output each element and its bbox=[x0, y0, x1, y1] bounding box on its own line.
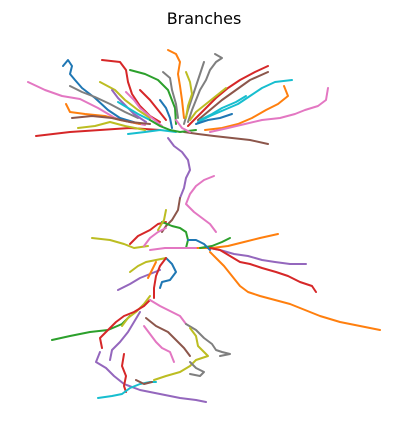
branch-red-8 bbox=[99, 299, 151, 349]
branch-red-7 bbox=[153, 257, 167, 299]
branch-red-6 bbox=[209, 247, 317, 293]
branch-olive-1 bbox=[77, 121, 146, 131]
branch-pink-7 bbox=[149, 247, 197, 251]
branch-blue-1 bbox=[62, 59, 141, 125]
branch-pink-3 bbox=[209, 87, 329, 133]
branch-red-5 bbox=[129, 221, 167, 245]
branch-pink-1 bbox=[27, 81, 146, 126]
branch-green-2 bbox=[149, 119, 197, 133]
branch-green-1 bbox=[129, 69, 177, 125]
branch-red-3 bbox=[139, 89, 167, 121]
branch-cyan-2 bbox=[197, 79, 293, 123]
trunk-purple bbox=[167, 137, 191, 199]
branch-blue-4 bbox=[187, 239, 211, 251]
branch-brown-4 bbox=[145, 317, 191, 357]
branch-purple-3 bbox=[117, 269, 161, 291]
branch-pink-9 bbox=[143, 325, 175, 363]
branch-olive-7 bbox=[129, 257, 167, 273]
branch-pink-6 bbox=[143, 227, 167, 247]
branch-red-4 bbox=[187, 65, 269, 127]
branch-orange-3 bbox=[204, 85, 289, 131]
branch-pink-5 bbox=[185, 175, 217, 233]
branch-olive-9 bbox=[153, 327, 209, 381]
branch-brown-3 bbox=[183, 131, 269, 145]
branch-purple-5 bbox=[109, 311, 141, 361]
branch-cyan-3 bbox=[199, 95, 247, 121]
branch-pink-4 bbox=[175, 119, 191, 133]
branch-orange-6 bbox=[147, 261, 157, 279]
branch-gray-1 bbox=[69, 85, 139, 119]
branch-gray-6 bbox=[189, 361, 205, 377]
branch-orange-5 bbox=[209, 251, 381, 331]
branch-olive-5 bbox=[91, 237, 149, 249]
branch-purple-4 bbox=[95, 351, 207, 403]
figure-title: Branches bbox=[167, 9, 242, 28]
branch-cyan-4 bbox=[127, 129, 177, 135]
branch-olive-3 bbox=[185, 71, 193, 119]
branch-pink-2 bbox=[125, 91, 163, 127]
branch-green-3 bbox=[161, 221, 189, 249]
branch-pink-8 bbox=[149, 299, 187, 325]
branch-blue-5 bbox=[159, 257, 177, 289]
branch-blue-3 bbox=[195, 113, 233, 125]
branch-olive-4 bbox=[189, 87, 227, 121]
branch-orange-2 bbox=[167, 49, 185, 119]
branch-olive-8 bbox=[121, 295, 151, 327]
branch-olive-6 bbox=[157, 209, 167, 231]
branch-gray-3 bbox=[187, 53, 223, 123]
branch-red-9 bbox=[121, 353, 127, 393]
branch-gray-5 bbox=[185, 323, 231, 357]
branch-plot bbox=[27, 49, 381, 403]
branch-purple-2 bbox=[209, 247, 307, 265]
branch-brown-5 bbox=[135, 379, 153, 385]
branch-cyan-1 bbox=[117, 101, 151, 121]
branch-brown-1 bbox=[71, 115, 151, 125]
branch-blue-2 bbox=[159, 99, 173, 129]
branch-brown-2 bbox=[197, 71, 269, 121]
branch-gray-2 bbox=[162, 71, 179, 119]
branch-olive-2 bbox=[99, 81, 151, 119]
